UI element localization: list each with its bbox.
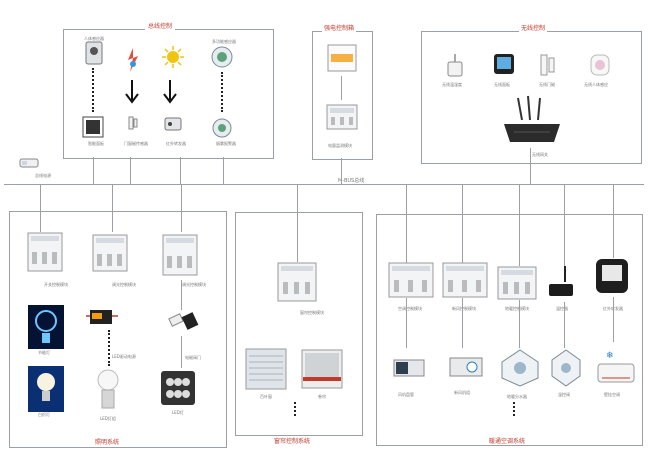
module-link: [613, 297, 614, 342]
dotted-connector: [92, 68, 96, 112]
bus-drop: [40, 184, 41, 232]
bus-power-label: 总线电源: [35, 173, 51, 178]
lighting-title: 照明系统: [93, 437, 122, 446]
bus-link: [223, 157, 224, 184]
bus-link: [130, 157, 131, 184]
bus-drop: [181, 184, 182, 232]
hvac-frame: [376, 214, 643, 446]
curtain-device-label: 卷帘: [318, 394, 326, 399]
lighting-device-label: 电磁阀门: [185, 355, 201, 360]
hvac-device-label: 壁挂空调: [604, 392, 620, 397]
svg-text:❄: ❄: [606, 351, 614, 361]
wireless-label-2: 无线面板: [494, 82, 510, 87]
bus-link: [93, 157, 94, 184]
bus-label-6: 门窗磁传感器: [124, 141, 148, 146]
module-link: [564, 302, 565, 348]
lighting-module-label: 调光控制模块: [112, 282, 136, 287]
lighting-module-label: 开关控制模块: [44, 282, 68, 287]
bus-drop: [613, 184, 614, 258]
module-link: [406, 298, 407, 348]
curtain-module-label: 窗帘控制模块: [300, 310, 324, 315]
dotted-connector: [513, 402, 517, 416]
power-monitor-title: 强电控制箱: [322, 23, 357, 32]
hvac-device-label: 地暖分水器: [507, 394, 527, 399]
wireless-title: 无线控制: [519, 23, 548, 32]
hvac-title: 暖通空调系统: [487, 436, 528, 445]
m-bus-line: [4, 184, 644, 185]
module-link: [519, 300, 520, 348]
hvac-module-label: 温控器: [556, 306, 568, 311]
lighting-module-label: 调光控制模块: [182, 282, 206, 287]
module-link: [181, 336, 182, 368]
wireless-frame: [421, 31, 642, 164]
lighting-device-label: LED灯: [172, 410, 184, 415]
bus-drop: [564, 184, 565, 278]
bus-drop: [112, 184, 113, 232]
lighting-device-label: 白炽灯: [38, 412, 50, 417]
dotted-connector: [294, 402, 298, 416]
module-link: [462, 298, 463, 348]
bus-drop: [462, 184, 463, 264]
lighting-device-label: LED驱动电源: [112, 354, 136, 359]
bus-drop: [406, 184, 407, 264]
bus-control-title: 总线控制: [145, 21, 176, 30]
hvac-module-label: 新风控制模块: [452, 306, 476, 311]
bus-label-1: 人体感应器: [84, 36, 104, 41]
lighting-device-label: LED灯组: [100, 416, 116, 421]
wireless-label-5: 无线网关: [532, 152, 548, 157]
dotted-connector: [221, 72, 225, 112]
bus-label-5: 智能面板: [88, 141, 104, 146]
curtain-frame: [235, 212, 363, 436]
bus-label: M-BUS总线: [338, 178, 365, 184]
hvac-device-label: 新风机组: [454, 390, 470, 395]
wireless-label-1: 无线温湿度: [442, 82, 462, 87]
bus-label-7: 红外转发器: [166, 141, 186, 146]
lighting-device-label: 节能灯: [38, 350, 50, 355]
dotted-connector: [341, 76, 344, 100]
bus-link: [530, 148, 531, 184]
bus-label-4: 多功能感应器: [212, 39, 236, 44]
curtain-device-label: 百叶窗: [260, 394, 272, 399]
module-link: [181, 280, 182, 310]
wireless-label-3: 无线门磁: [539, 82, 555, 87]
curtain-title: 窗帘控制系统: [272, 436, 313, 445]
hvac-device-label: 温控阀: [558, 392, 570, 397]
wireless-label-4: 无线人体感应: [584, 82, 608, 87]
bus-label-8: 烟雾报警器: [216, 141, 236, 146]
bus-drop: [519, 184, 520, 266]
power-label-2: 电量监测模块: [328, 143, 352, 148]
bus-link: [341, 158, 342, 184]
dotted-connector: [108, 330, 112, 366]
bus-link: [180, 157, 181, 184]
hvac-module-label: 空调控制模块: [398, 306, 422, 311]
bus-drop: [297, 184, 298, 262]
hvac-module-label: 地暖控制模块: [505, 306, 529, 311]
hvac-device-label: 风机盘管: [398, 392, 414, 397]
